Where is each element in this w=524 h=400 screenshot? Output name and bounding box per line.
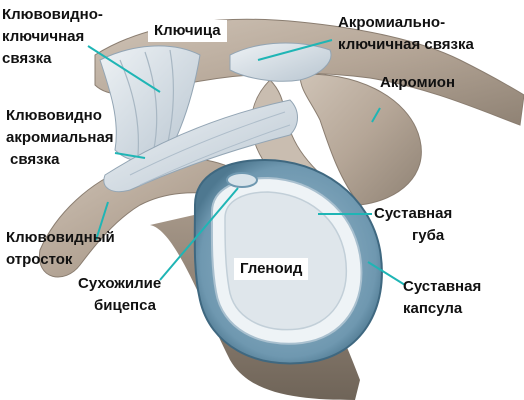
label-coracoacromial-ligament: Клювовидно акромиальная связка <box>6 105 114 171</box>
leader-biceps <box>159 187 239 281</box>
label-coracoid-line1: Клювовидный <box>6 229 115 246</box>
coracoacromial-ligament <box>103 99 298 193</box>
label-coracoacromial-line2: акромиальная <box>6 129 114 146</box>
label-capsule-line2: капсула <box>403 300 463 317</box>
label-labrum-line1: Суставная <box>374 205 453 222</box>
label-coracoclavicular-line2: ключичная <box>2 28 85 45</box>
label-capsule-line1: Суставная <box>403 278 482 295</box>
label-coracoclavicular-line1: Клювовидно- <box>2 6 103 23</box>
label-coracoacromial-line3: связка <box>10 151 60 168</box>
acromioclavicular-ligament <box>229 42 332 82</box>
label-biceps-line2: бицепса <box>94 297 156 314</box>
label-coracoclavicular-ligament: Клювовидно- ключичная связка <box>2 4 103 70</box>
leader-acromioclavicular <box>257 39 333 61</box>
label-coracoid-line2: отросток <box>6 251 73 268</box>
leader-coracoacromial <box>114 152 146 159</box>
leader-capsule <box>367 261 406 286</box>
label-acromion: Акромион <box>380 74 456 91</box>
leader-coracoclavicular <box>87 45 161 93</box>
leader-acromion <box>371 107 381 123</box>
label-clavicle: Ключица <box>148 20 227 42</box>
acromion-bone <box>299 73 422 206</box>
label-labrum-line2: губа <box>412 227 445 244</box>
label-acromioclavicular-line1: Акромиально- <box>338 14 446 31</box>
leader-coracoid <box>95 201 109 241</box>
label-joint-capsule: Суставная капсула <box>403 276 481 320</box>
label-coracoid-process: Клювовидный отросток <box>6 227 115 271</box>
biceps-tendon-origin <box>226 172 258 188</box>
label-glenoid-labrum: Суставная губа <box>374 203 452 247</box>
leader-lines <box>87 39 406 286</box>
label-biceps-line1: Сухожилие <box>78 275 162 292</box>
label-glenoid: Гленоид <box>234 258 309 280</box>
label-acromioclavicular-ligament: Акромиально- ключичная связка <box>338 12 474 56</box>
label-coracoacromial-line1: Клювовидно <box>6 107 102 124</box>
label-acromioclavicular-line2: ключичная связка <box>338 36 474 53</box>
label-biceps-tendon: Сухожилие бицепса <box>78 273 161 317</box>
label-coracoclavicular-line3: связка <box>2 50 52 67</box>
